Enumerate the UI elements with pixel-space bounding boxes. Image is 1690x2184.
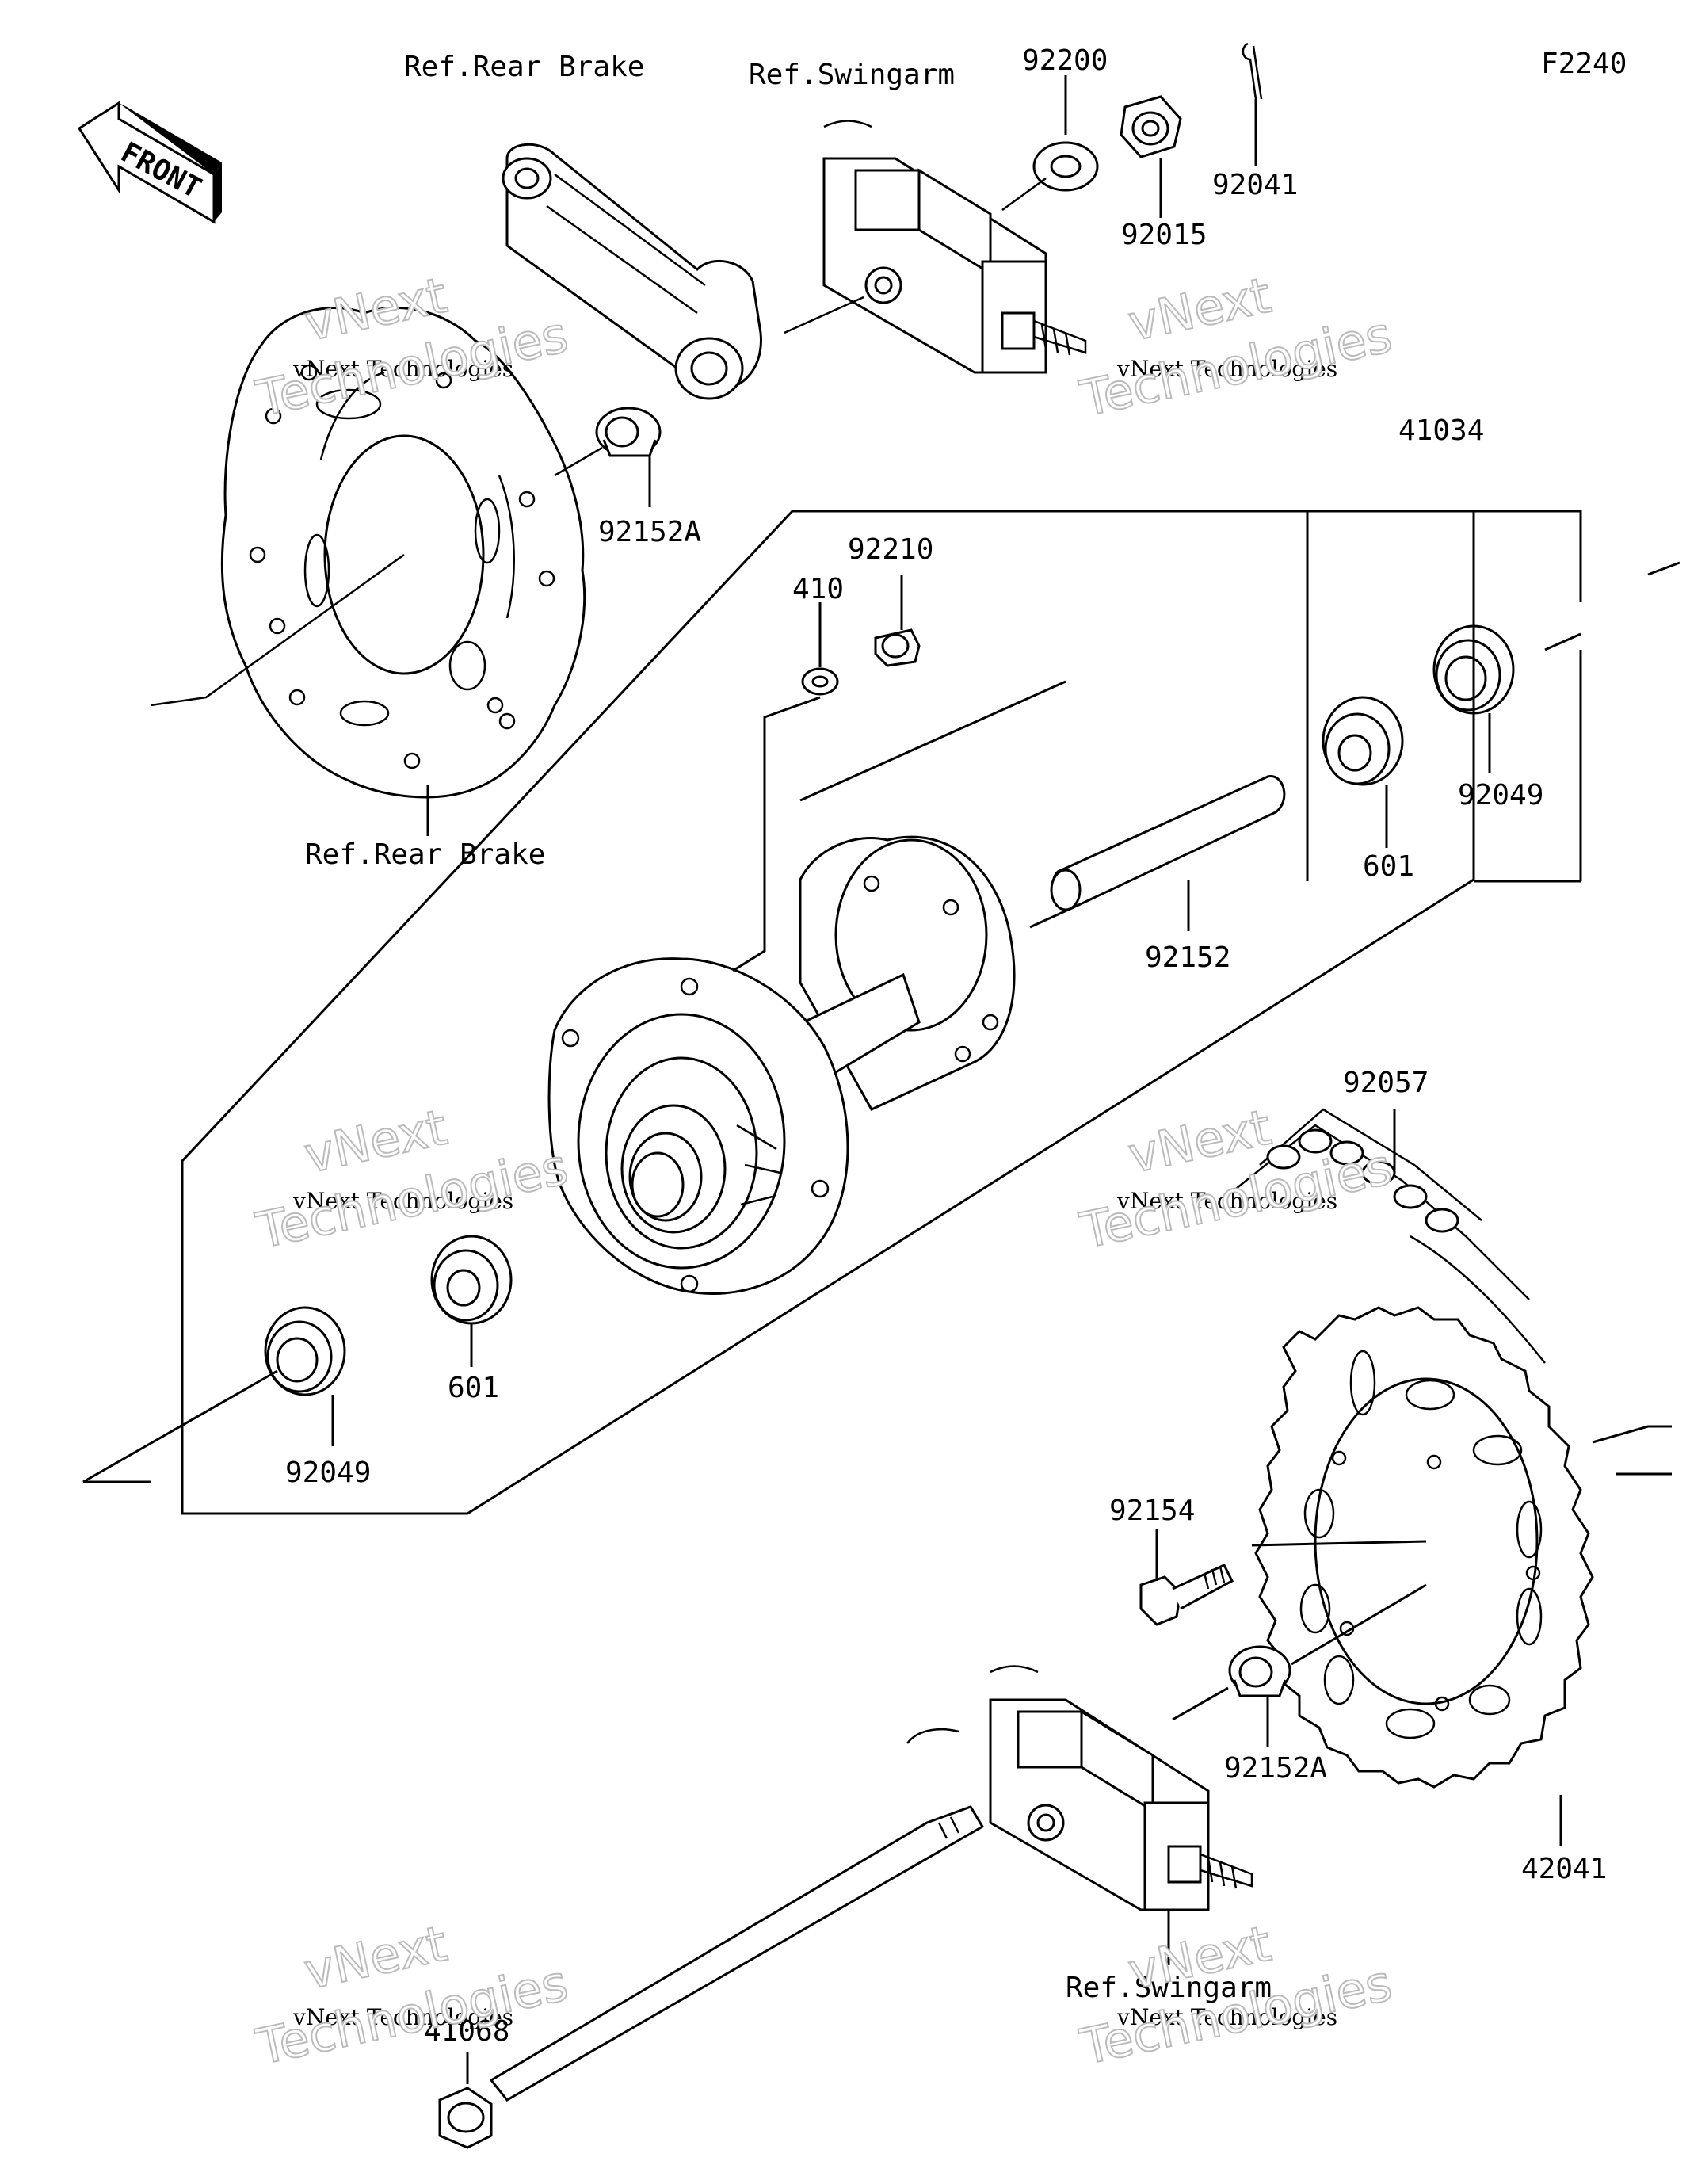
svg-text:vNext Technologies: vNext Technologies (1116, 2004, 1337, 2030)
label-ref-rear-brake-disc: Ref.Rear Brake (305, 838, 545, 871)
bolt-92154 (1139, 1564, 1234, 1626)
collar-92152a-top (595, 407, 662, 457)
watermark-3: vNext vNext Technologies Technologies (250, 1098, 574, 1261)
label-ref-rear-brake-top: Ref.Rear Brake (404, 51, 644, 83)
rear-axle (438, 1805, 985, 2149)
label-41034: 41034 (1398, 414, 1484, 447)
label-92210: 92210 (848, 533, 933, 566)
bearing-601-left (430, 1235, 513, 1325)
washer-410 (801, 667, 839, 696)
figure-code: F2240 (1541, 48, 1627, 80)
drive-chain (1235, 1108, 1546, 1364)
collar-92210 (874, 628, 921, 667)
label-41068: 41068 (424, 2015, 509, 2048)
oil-seal-92049-left (264, 1306, 346, 1396)
front-arrow-icon: FRONT (77, 101, 222, 224)
label-92200: 92200 (1022, 44, 1108, 77)
label-92152a-bottom: 92152A (1224, 1752, 1327, 1785)
label-92049-right: 92049 (1458, 779, 1543, 811)
label-ref-swingarm-bottom: Ref.Swingarm (1066, 1972, 1272, 2004)
collar-92152a-bottom (1228, 1645, 1291, 1697)
wheel-hub (547, 835, 1016, 1295)
label-92152: 92152 (1145, 941, 1230, 974)
label-92049-left: 92049 (285, 1457, 371, 1489)
swingarm-block-top (822, 120, 1087, 374)
bearing-601-right (1322, 696, 1404, 786)
watermark-2: vNext vNext Technologies Technologies (1074, 265, 1398, 429)
label-92152a-top: 92152A (598, 516, 701, 548)
label-92015: 92015 (1121, 219, 1207, 251)
cotter-pin-92041 (1242, 42, 1263, 100)
svg-text:vNext Technologies: vNext Technologies (292, 356, 513, 382)
label-92154: 92154 (1109, 1495, 1195, 1527)
distance-collar-92152 (1050, 775, 1286, 911)
label-92057: 92057 (1343, 1067, 1429, 1099)
brake-disc (220, 306, 586, 799)
washer-92200 (1032, 141, 1099, 192)
leader-lines (82, 75, 1680, 2084)
watermark-5: vNext vNext Technologies Technologies (250, 1914, 574, 2077)
label-42041: 42041 (1521, 1853, 1607, 1885)
brake-bracket (502, 143, 762, 400)
rear-sprocket (1254, 1306, 1594, 1789)
label-410: 410 (792, 573, 844, 605)
svg-text:vNext Technologies: vNext Technologies (1116, 356, 1337, 382)
nut-92015 (1120, 95, 1182, 158)
label-92041: 92041 (1212, 169, 1298, 201)
label-ref-swingarm-top: Ref.Swingarm (749, 59, 955, 91)
label-601-right: 601 (1363, 850, 1414, 883)
watermark-4: vNext vNext Technologies Technologies (1074, 1098, 1398, 1261)
svg-text:vNext Technologies: vNext Technologies (1116, 1188, 1337, 1214)
svg-text:vNext Technologies: vNext Technologies (292, 1188, 513, 1214)
label-601-left: 601 (448, 1372, 499, 1404)
svg-text:vNext Technologies: vNext Technologies (292, 2004, 513, 2030)
swingarm-block-bottom (906, 1665, 1253, 1911)
part-labels: Ref.Rear Brake Ref.Swingarm 92200 92015 … (285, 44, 1607, 2048)
